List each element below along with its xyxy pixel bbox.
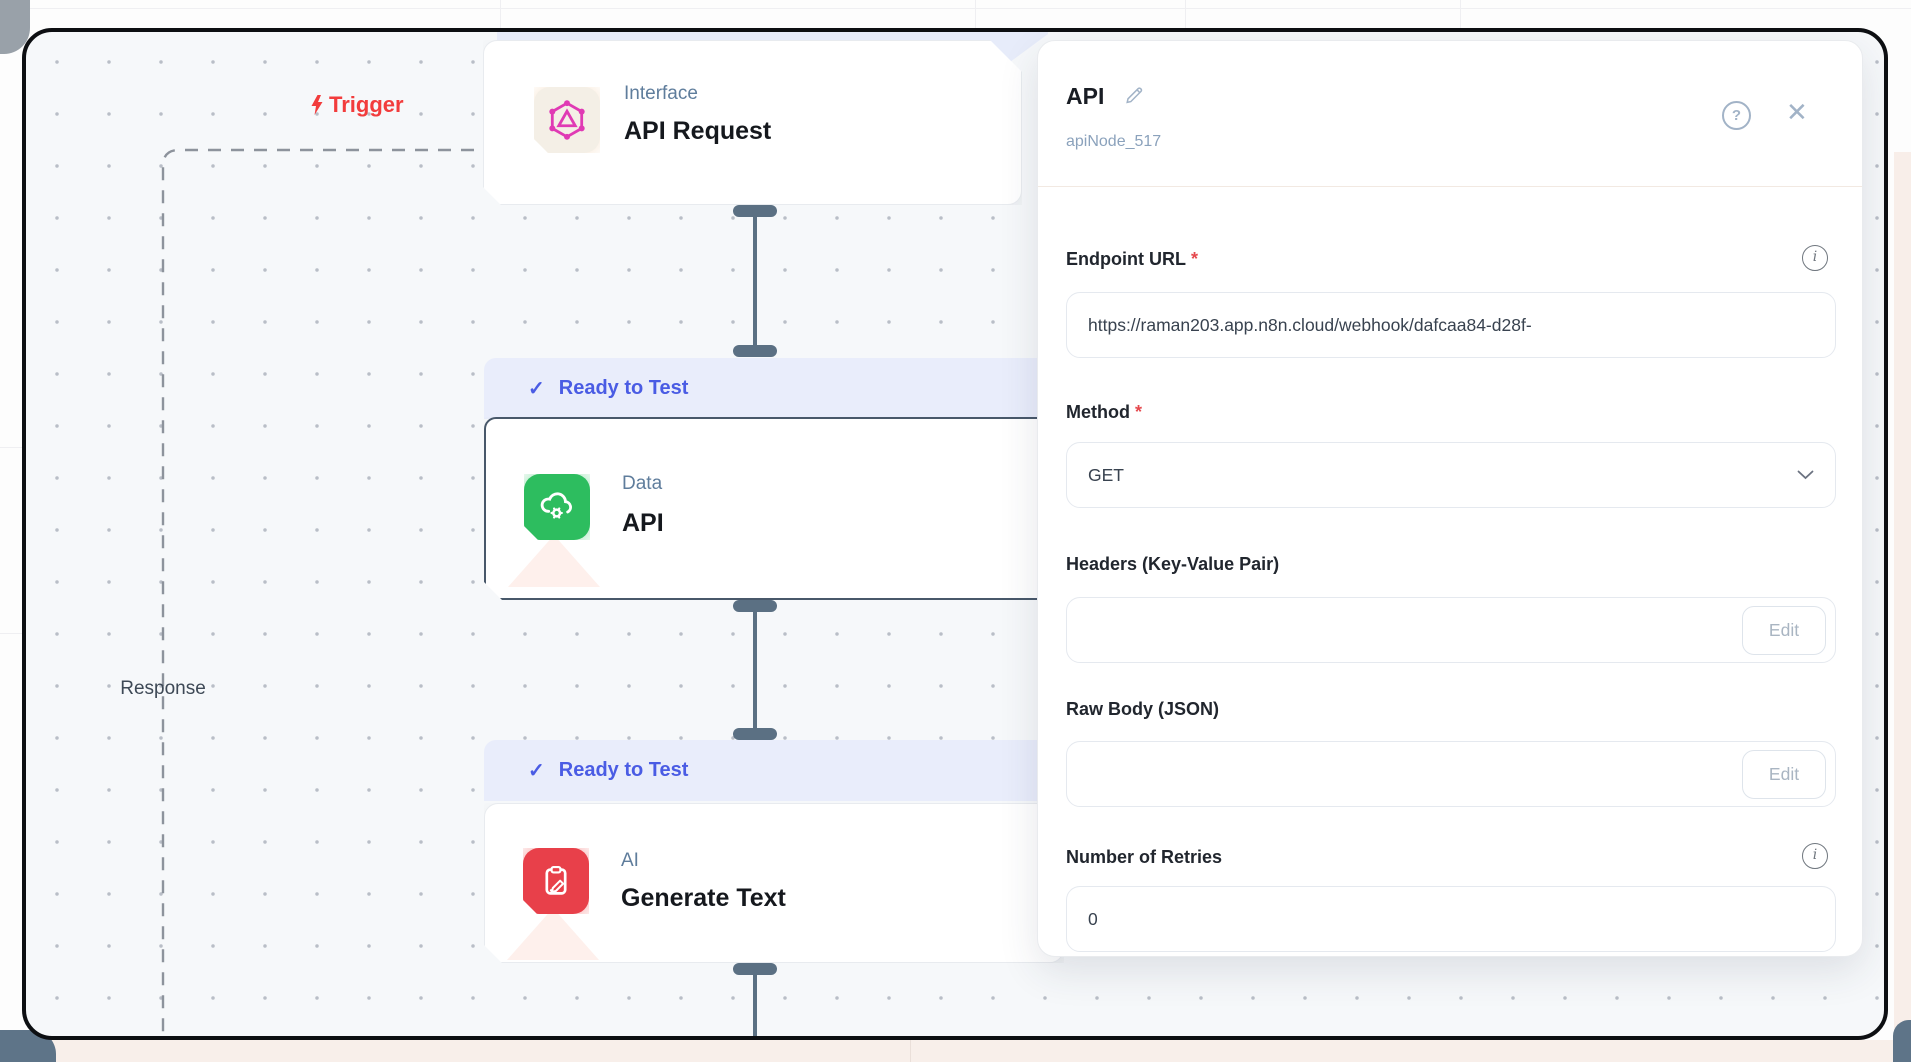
method-value: GET (1088, 464, 1124, 485)
headers-label: Headers (Key-Value Pair) (1066, 554, 1280, 574)
clipboard-pencil-icon (523, 848, 589, 914)
node-deco-triangle (508, 535, 600, 587)
bg-grid-line (0, 633, 22, 634)
edit-pencil-icon[interactable] (1124, 83, 1146, 105)
bg-grid-line (910, 1040, 911, 1062)
raw-body-field[interactable]: Edit (1066, 741, 1836, 807)
connector-cap (733, 963, 777, 975)
info-icon[interactable]: i (1802, 843, 1828, 869)
config-panel: API ? ✕ apiNode_517 Endpoint URL* i Meth… (1037, 40, 1863, 957)
connector-cap (733, 728, 777, 740)
connector-cap (733, 205, 777, 217)
bg-grid-line (0, 8, 1911, 9)
bg-grid-line (1460, 0, 1461, 28)
trigger-label-text: Trigger (329, 92, 404, 117)
connector-cap (733, 600, 777, 612)
node-id: apiNode_517 (1066, 133, 1162, 150)
check-icon: ✓ (528, 378, 545, 400)
connector-line (753, 215, 757, 347)
endpoint-url-input[interactable] (1066, 292, 1836, 358)
method-label: Method* (1066, 402, 1142, 422)
node-card-ai[interactable]: AI Generate Text (484, 803, 1064, 963)
cloud-gear-icon (524, 474, 590, 540)
bg-grid-line (500, 0, 501, 28)
required-asterisk: * (1190, 249, 1198, 269)
background-window-corner (1893, 1020, 1911, 1062)
info-icon[interactable]: i (1802, 245, 1828, 271)
retries-label: Number of Retries (1066, 847, 1223, 867)
lightning-icon (311, 95, 323, 115)
response-label: Response (120, 678, 206, 699)
node-category: AI (621, 850, 639, 871)
page-background-strip (1894, 152, 1911, 1062)
ready-badge: ✓ Ready to Test (484, 358, 1064, 419)
trigger-label: Trigger (308, 92, 404, 118)
node-category: Interface (624, 83, 698, 104)
method-select[interactable]: GET (1066, 442, 1836, 508)
node-title: API (622, 509, 664, 537)
headers-edit-button[interactable]: Edit (1742, 606, 1826, 655)
connector-line (753, 610, 757, 730)
bg-grid-line (0, 447, 22, 448)
raw-body-label: Raw Body (JSON) (1066, 699, 1220, 719)
retries-input[interactable] (1066, 886, 1836, 952)
node-deco-triangle (507, 908, 599, 960)
node-card-api[interactable]: Data API (484, 417, 1064, 600)
node-title: API Request (624, 117, 772, 145)
workflow-canvas[interactable]: Trigger Response Interface API Request (22, 28, 1888, 1040)
chevron-down-icon (1797, 470, 1814, 480)
endpoint-url-label: Endpoint URL* (1066, 249, 1198, 269)
panel-title: API (1066, 83, 1105, 109)
required-asterisk: * (1134, 402, 1142, 422)
headers-field[interactable]: Edit (1066, 597, 1836, 663)
node-card-interface[interactable]: Interface API Request (483, 40, 1022, 205)
panel-divider (1038, 186, 1862, 187)
close-icon[interactable]: ✕ (1786, 97, 1808, 127)
node-category: Data (622, 473, 663, 494)
connector-cap (733, 345, 777, 357)
bg-grid-line (1185, 0, 1186, 28)
node-title: Generate Text (621, 884, 786, 912)
ready-badge: ✓ Ready to Test (484, 740, 1064, 801)
check-icon: ✓ (528, 760, 545, 782)
graphql-icon (534, 87, 600, 153)
page-background-strip (0, 1040, 1911, 1062)
help-icon[interactable]: ? (1722, 101, 1751, 130)
bg-grid-line (975, 0, 976, 28)
connector-line (753, 973, 757, 1036)
ready-badge-text: Ready to Test (558, 377, 689, 399)
ready-badge-text: Ready to Test (558, 759, 689, 781)
raw-body-edit-button[interactable]: Edit (1742, 750, 1826, 799)
